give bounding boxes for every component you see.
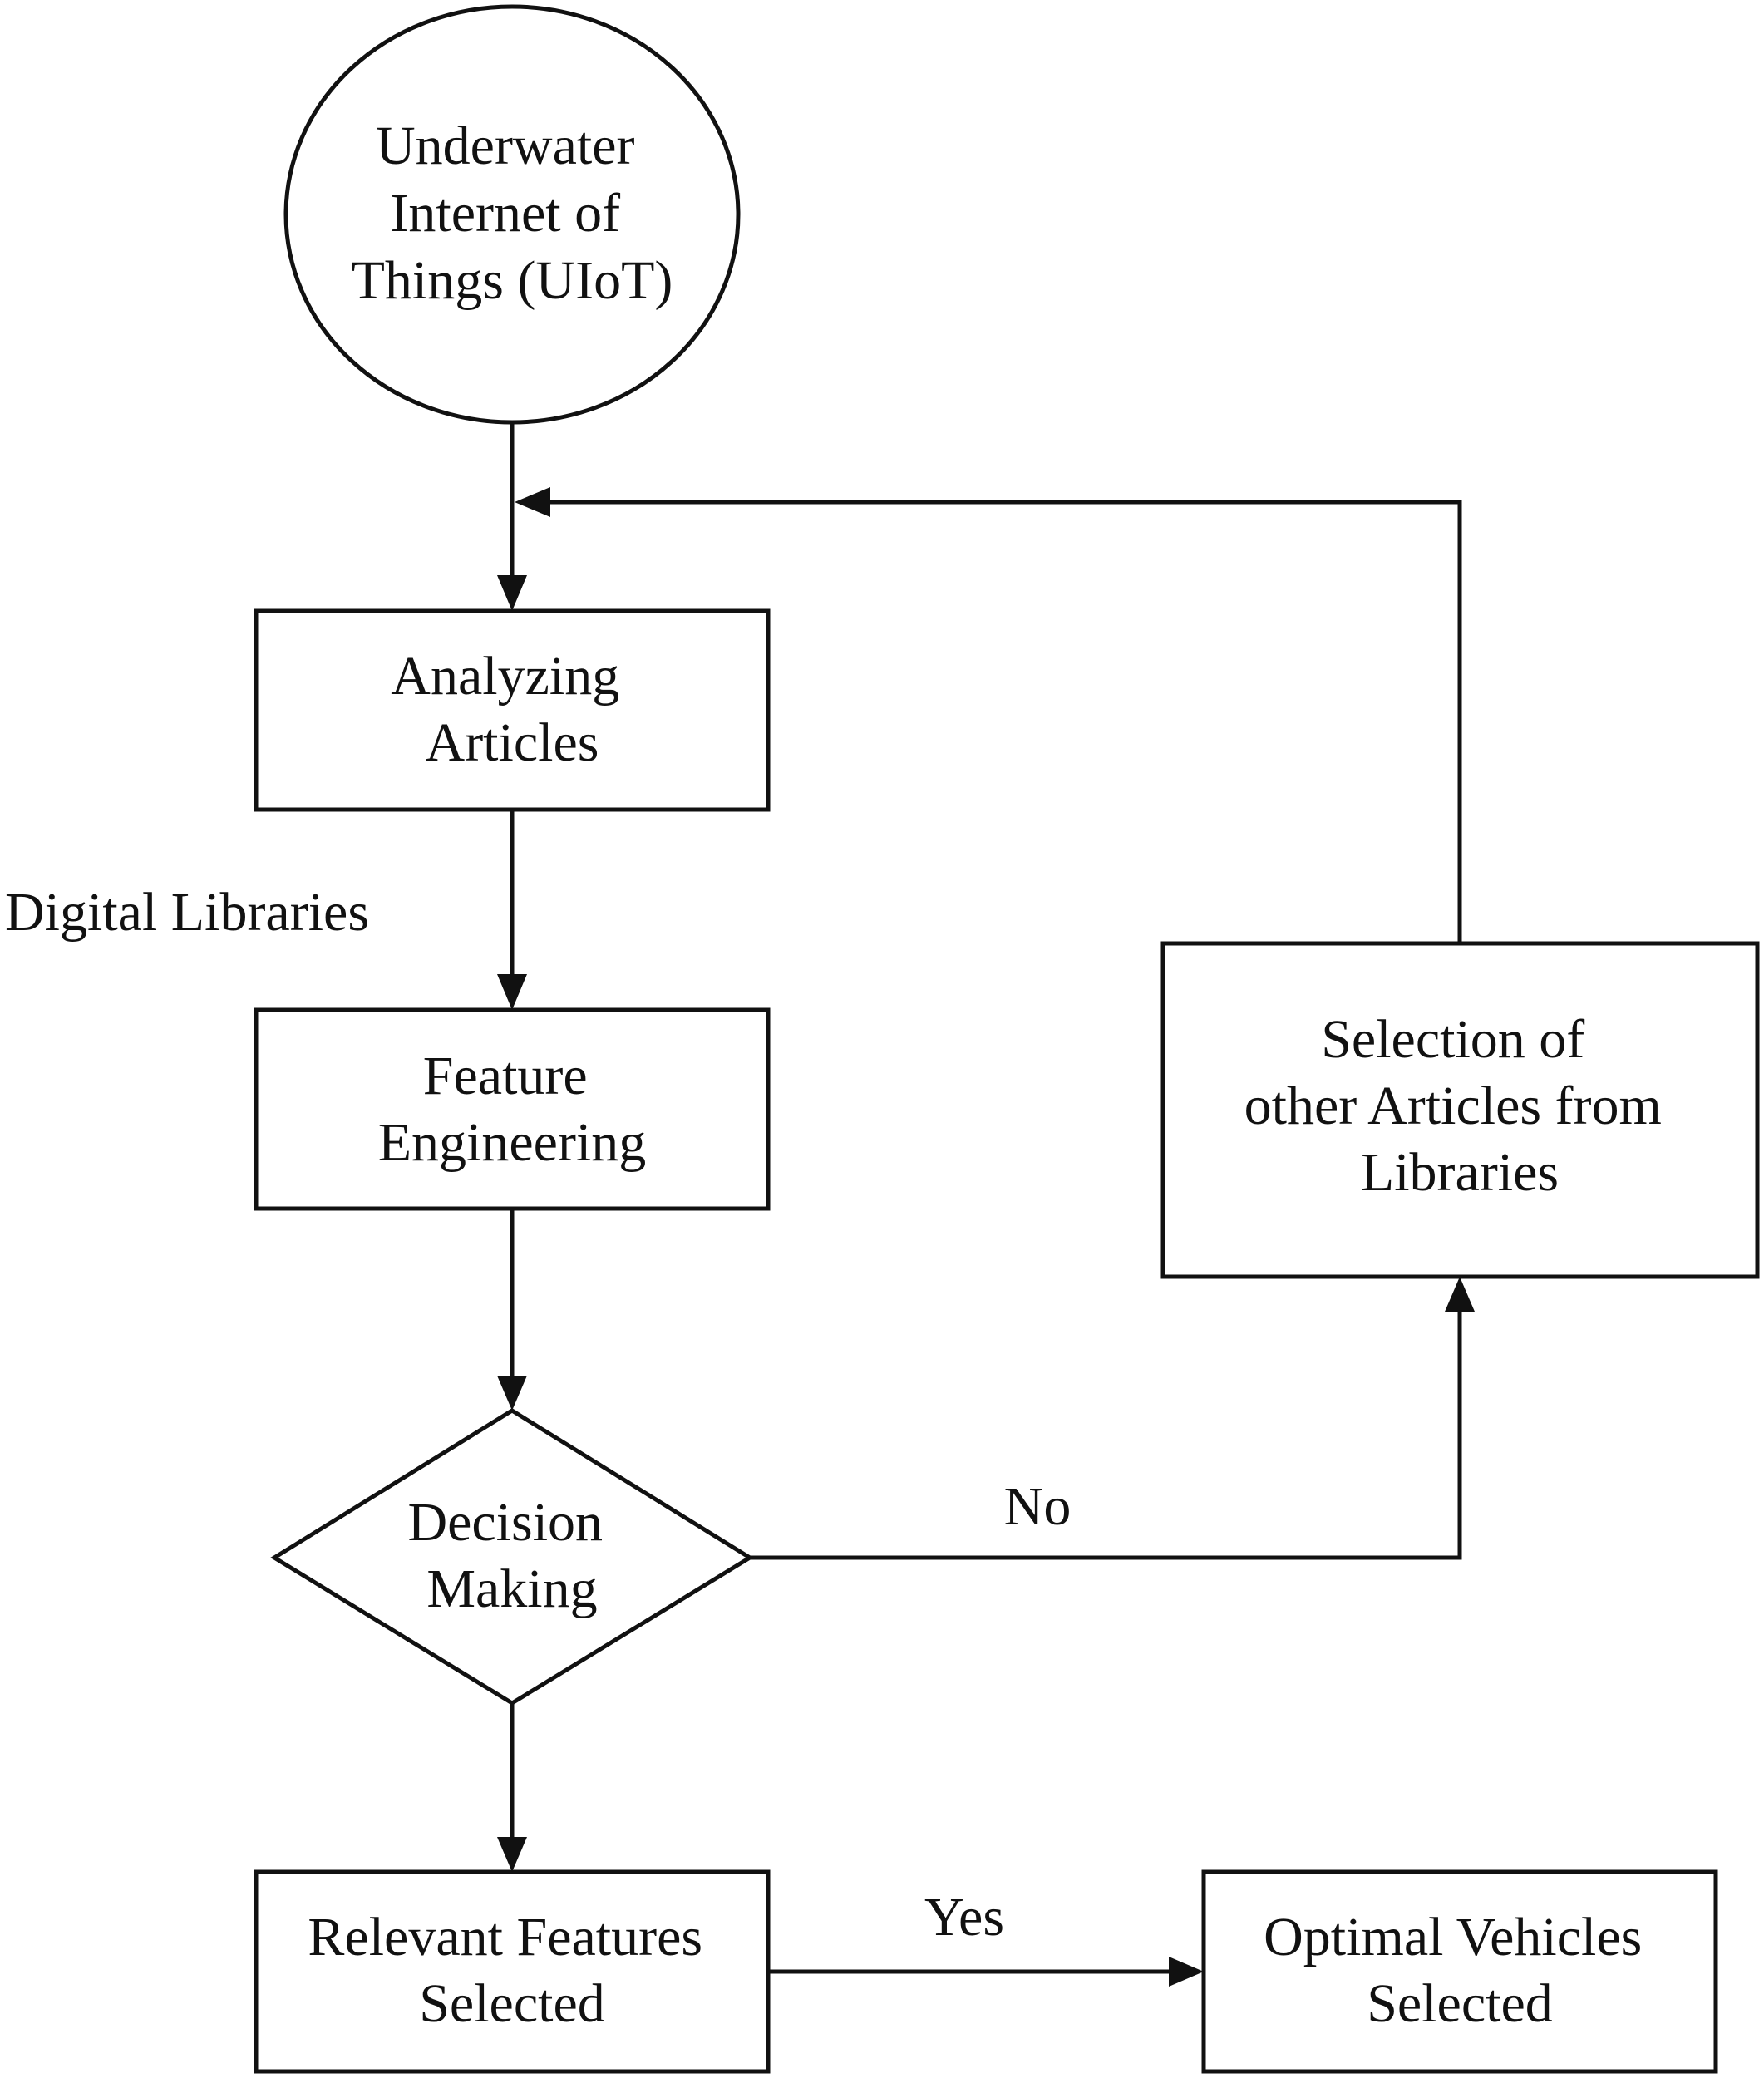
selection-label-line: Libraries [1361, 1142, 1559, 1203]
digital-libraries-label: Digital Libraries [5, 882, 369, 943]
arrowhead-left-loop [515, 487, 550, 517]
feature-engineering-label: Feature Engineering [378, 1046, 647, 1173]
arrowhead-right-optimal [1169, 1957, 1204, 1987]
uiot-label-line: Things (UIoT) [352, 250, 673, 311]
optimal-vehicles-box [1201, 1869, 1718, 2074]
relevant-label-line: Relevant Features [308, 1907, 702, 1967]
selection-other-articles-label: Selection of other Articles from Librari… [1244, 1009, 1676, 1203]
arrowhead-up-selection [1445, 1277, 1475, 1312]
no-edge-label: No [1004, 1476, 1072, 1537]
yes-edge-label: Yes [924, 1887, 1004, 1948]
optimal-vehicles-label: Optimal Vehicles Selected [1264, 1907, 1656, 2034]
analyzing-label-line: Analyzing [391, 646, 619, 707]
edge-decision-to-selection-no [750, 1312, 1462, 1560]
analyzing-label-line: Articles [426, 712, 599, 773]
uiot-label: Underwater Internet of Things (UIoT) [352, 116, 673, 311]
analyzing-articles-label: Analyzing Articles [391, 646, 633, 773]
feature-label-line: Feature [423, 1046, 588, 1106]
feature-engineering-box [254, 1007, 771, 1211]
feature-label-line: Engineering [378, 1112, 647, 1173]
selection-other-articles-box [1160, 941, 1760, 1279]
analyzing-articles-box [254, 608, 771, 812]
selection-label-line: other Articles from [1244, 1076, 1662, 1136]
relevant-features-box [254, 1869, 771, 2074]
decision-making-diamond [270, 1408, 754, 1706]
arrowhead-down-relevant [497, 1837, 527, 1872]
uiot-label-line: Internet of [390, 183, 620, 244]
uiot-label-line: Underwater [376, 116, 635, 176]
optimal-label-line: Optimal Vehicles [1264, 1907, 1642, 1967]
arrowhead-down-analyzing [497, 575, 527, 611]
arrowhead-down-feature [497, 974, 527, 1010]
arrowhead-down-decision [497, 1376, 527, 1411]
relevant-features-label: Relevant Features Selected [308, 1907, 716, 2034]
relevant-label-line: Selected [419, 1973, 605, 2034]
decision-making-label: Decision Making [407, 1492, 616, 1619]
decision-label-line: Making [426, 1558, 597, 1619]
optimal-label-line: Selected [1367, 1973, 1553, 2034]
decision-label-line: Decision [407, 1492, 603, 1553]
selection-label-line: Selection of [1321, 1009, 1584, 1070]
edge-selection-loop-back [550, 500, 1462, 943]
